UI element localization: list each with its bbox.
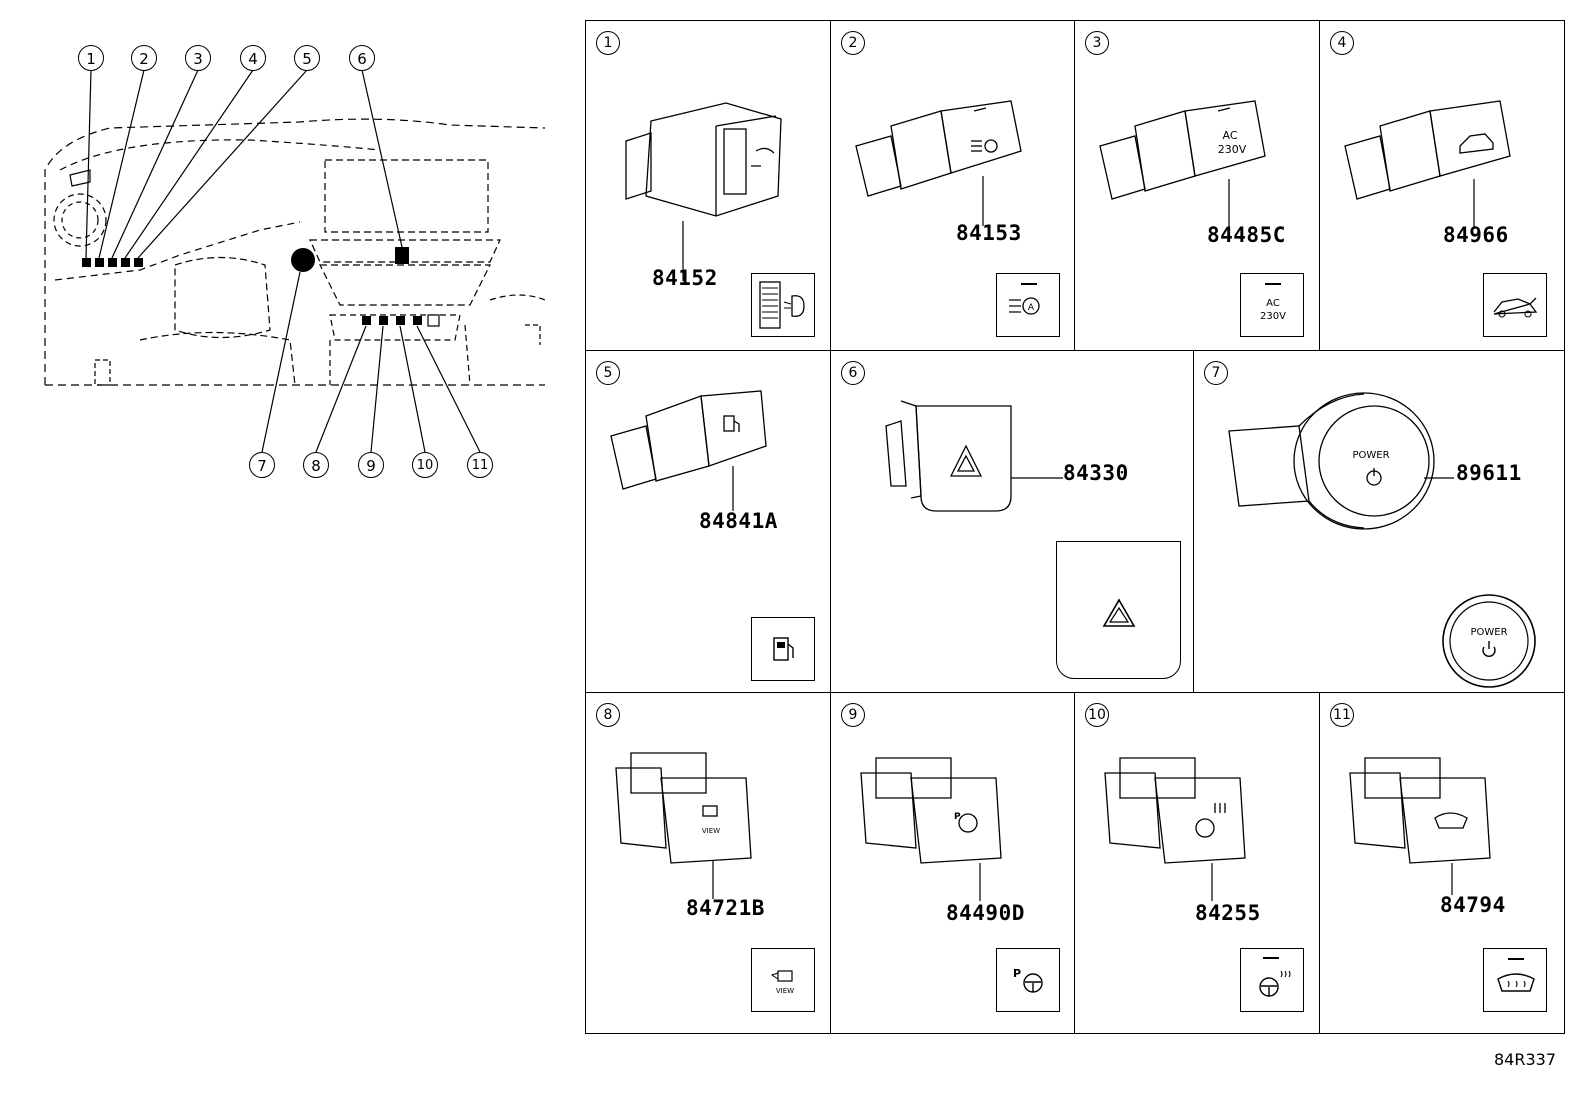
reference-code: 84R337 <box>1493 1050 1556 1069</box>
callout-11: 11 <box>467 452 493 478</box>
switch-drawing: VIEW <box>615 752 752 864</box>
callout-1: 1 <box>78 45 104 71</box>
callout-5: 5 <box>294 45 320 71</box>
cell-6: 6 84330 <box>831 351 1194 693</box>
heated-steering-icon <box>1259 957 1291 997</box>
power-back-door-icon <box>1493 297 1538 318</box>
callout-3: 3 <box>185 45 211 71</box>
callout-6: 6 <box>349 45 375 71</box>
switch-drawing <box>1104 757 1246 864</box>
cell-1: 1 84152 <box>586 21 831 351</box>
callout-7: 7 <box>249 452 275 478</box>
cell-2: 2 84153 A <box>831 21 1075 351</box>
dashboard-overview: 1 2 3 4 5 6 7 8 9 10 11 <box>0 0 560 500</box>
icon-box <box>1240 948 1304 1012</box>
camera-view-icon: VIEW <box>770 970 794 995</box>
hazard-button-face <box>1056 541 1181 679</box>
part-number: 84794 <box>1440 893 1506 917</box>
part-number: 89611 <box>1456 461 1522 485</box>
part-number: 84255 <box>1195 901 1261 925</box>
hazard-triangle-icon <box>1102 598 1136 627</box>
auto-high-beam-icon: A <box>1009 283 1040 315</box>
cell-number: 6 <box>841 361 865 385</box>
icon-box <box>1483 273 1547 337</box>
callout-9: 9 <box>358 452 384 478</box>
cell-8: 8 VIEW 84721B VIEW <box>586 693 831 1033</box>
part-number: 84485C <box>1207 223 1286 247</box>
icon-box <box>1483 948 1547 1012</box>
part-number: 84966 <box>1443 223 1509 247</box>
dashboard-drawing <box>44 69 546 453</box>
cell-number: 3 <box>1085 31 1109 55</box>
callout-8: 8 <box>303 452 329 478</box>
switch-drawing: AC 230V <box>1099 100 1266 200</box>
icon-box <box>751 617 815 681</box>
switch-label-voltage: 230V <box>1218 143 1247 156</box>
part-number: 84153 <box>956 221 1022 245</box>
callout-2: 2 <box>131 45 157 71</box>
callout-4: 4 <box>240 45 266 71</box>
ac-230v-outlet-icon: AC 230V <box>1260 283 1286 322</box>
cell-number: 8 <box>596 703 620 727</box>
power-button-icon: POWER <box>1442 594 1536 688</box>
cell-number: 5 <box>596 361 620 385</box>
cell-number: 10 <box>1085 703 1109 727</box>
parking-steering-icon: P <box>1013 967 1043 993</box>
fuel-door-icon <box>773 637 794 661</box>
switch-label-p: P <box>954 812 961 822</box>
switch-drawing <box>1344 100 1511 200</box>
icon-box: VIEW <box>751 948 815 1012</box>
icon-label-power: POWER <box>1470 627 1507 638</box>
switch-drawing: POWER <box>1228 392 1435 530</box>
cell-number: 4 <box>1330 31 1354 55</box>
cell-number: 9 <box>841 703 865 727</box>
switch-drawing <box>1349 757 1491 864</box>
cell-11: 11 84794 <box>1320 693 1564 1033</box>
switch-drawing <box>610 390 767 490</box>
part-number: 84330 <box>1063 461 1129 485</box>
icon-box <box>751 273 815 337</box>
cell-10: 10 84255 <box>1075 693 1320 1033</box>
cell-7: 7 POWER 89611 POWER <box>1194 351 1564 693</box>
icon-box: AC 230V <box>1240 273 1304 337</box>
switch-label-view: VIEW <box>702 827 720 835</box>
svg-text:A: A <box>1028 303 1035 313</box>
part-number: 84152 <box>652 266 718 290</box>
icon-label-ac: AC <box>1266 298 1280 309</box>
switch-label-ac: AC <box>1222 129 1237 142</box>
icon-label-view: VIEW <box>776 987 794 995</box>
cell-3: 3 AC 230V 84485C AC 230V <box>1075 21 1320 351</box>
cell-5: 5 84841A <box>586 351 831 693</box>
icon-label-p: P <box>1013 967 1021 980</box>
icon-box: A <box>996 273 1060 337</box>
cell-4: 4 84966 <box>1320 21 1564 351</box>
switch-drawing <box>625 102 782 217</box>
part-number: 84841A <box>699 509 778 533</box>
switch-drawing <box>885 400 1012 512</box>
headlight-leveling-icon <box>759 281 805 329</box>
switch-drawing: P <box>860 757 1002 864</box>
part-number: 84721B <box>686 896 765 920</box>
parts-grid: 1 84152 2 <box>585 20 1565 1034</box>
cell-number: 7 <box>1204 361 1228 385</box>
icon-box: P <box>996 948 1060 1012</box>
part-number: 84490D <box>946 901 1025 925</box>
icon-label-voltage: 230V <box>1260 311 1286 322</box>
cell-number: 1 <box>596 31 620 55</box>
cell-9: 9 P 84490D P <box>831 693 1075 1033</box>
cell-number: 11 <box>1330 703 1354 727</box>
cell-number: 2 <box>841 31 865 55</box>
windshield-deicer-icon <box>1497 958 1535 992</box>
switch-drawing <box>855 100 1022 197</box>
callout-10: 10 <box>412 452 438 478</box>
switch-label-power: POWER <box>1352 450 1389 461</box>
